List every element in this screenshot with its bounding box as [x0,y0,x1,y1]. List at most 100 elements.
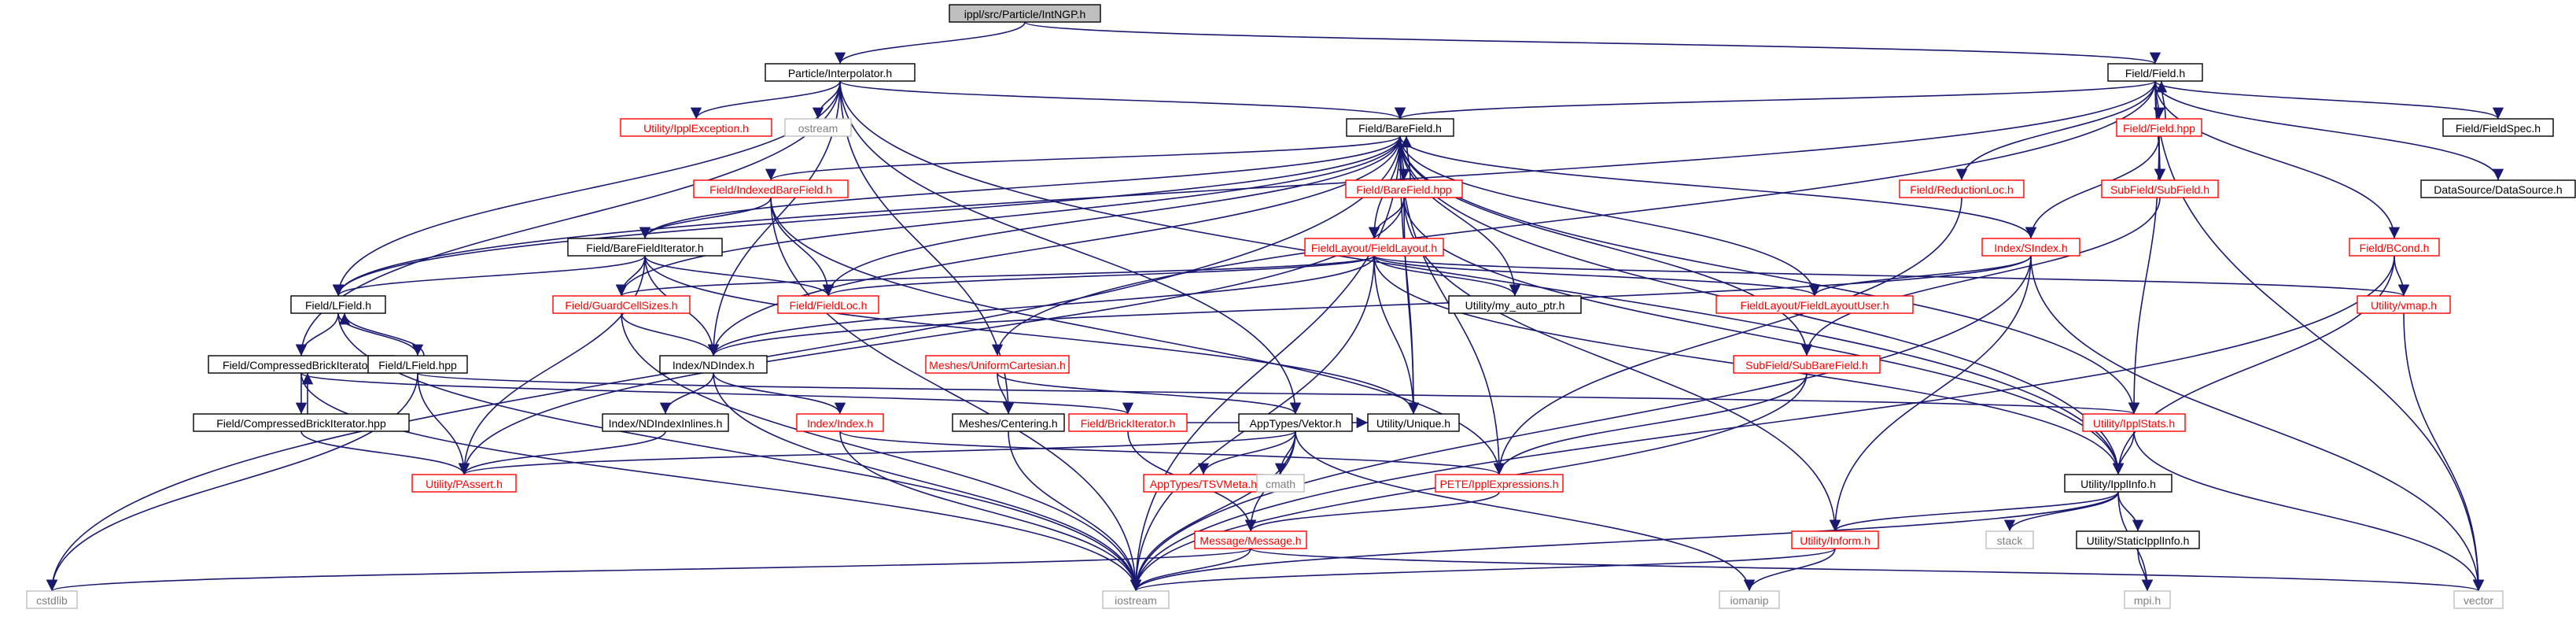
node-pete-ipplexpressions-h[interactable]: PETE/IpplExpressions.h [1435,474,1564,493]
node-field-field-hpp[interactable]: Field/Field.hpp [2116,118,2202,137]
edge-bfhpp-to-barefield [1400,135,1413,181]
node-field-lfield-hpp[interactable]: Field/LField.hpp [367,355,468,374]
edge-bfhpp-to-inform [1403,197,1841,532]
node-label: Field/Field.h [2125,67,2185,79]
node-field-fieldloc-h[interactable]: Field/FieldLoc.h [777,295,879,314]
node-label: Index/NDIndex.h [673,359,754,371]
node-ippl-src-particle-intngp-h[interactable]: ippl/src/Particle/IntNGP.h [949,4,1101,23]
node-utility-my-auto-ptr-h[interactable]: Utility/my_auto_ptr.h [1448,295,1582,314]
edge-lfieldhpp-to-passert [417,372,470,475]
node-utility-ipplstats-h[interactable]: Utility/IpplStats.h [2082,413,2186,432]
edge-mesh-to-centering [997,372,1015,415]
node-particle-interpolator-h[interactable]: Particle/Interpolator.h [765,63,916,82]
node-label: cstdlib [36,594,68,607]
node-box [949,4,1101,23]
edge-vektor-to-iostream [1130,430,1296,592]
node-utility-ipplexception-h[interactable]: Utility/IpplException.h [620,118,772,137]
node-utility-inform-h[interactable]: Utility/Inform.h [1791,530,1879,549]
node-field-brickiterator-h[interactable]: Field/BrickIterator.h [1068,413,1188,432]
edge-sindex-to-vector [2030,255,2485,592]
node-subfield-subfield-h[interactable]: SubField/SubField.h [2101,179,2219,198]
node-field-indexedbarefield-h[interactable]: Field/IndexedBareField.h [693,179,849,198]
node-box [2420,179,2576,198]
edge-subfield-to-sbf [1800,197,2161,357]
edge-barefield-to-iostream [1130,135,1401,592]
node-field-compressedbrickiterator-hpp[interactable]: Field/CompressedBrickIterator.hpp [193,413,410,432]
node-index-sindex-h[interactable]: Index/SIndex.h [1981,238,2080,257]
node-label: Index/NDIndexInlines.h [609,417,723,430]
node-vector: vector [2453,590,2504,609]
node-label: Utility/vmap.h [2371,299,2437,312]
node-label: Utility/PAssert.h [426,478,503,490]
node-label: FieldLayout/FieldLayout.h [1311,242,1437,254]
node-meshes-uniformcartesian-h[interactable]: Meshes/UniformCartesian.h [925,355,1070,374]
node-apptypes-vektor-h[interactable]: AppTypes/Vektor.h [1238,413,1353,432]
edge-cbi-to-brick [300,372,1133,415]
node-box [602,413,729,432]
node-field-barefield-h[interactable]: Field/BareField.h [1346,118,1454,137]
edge-field-to-datasource [2154,80,2504,181]
node-field-fieldspec-h[interactable]: Field/FieldSpec.h [2442,118,2554,137]
node-index-ndindexinlines-h[interactable]: Index/NDIndexInlines.h [602,413,729,432]
node-label: Field/BrickIterator.h [1081,417,1176,430]
node-label: Field/BareField.h [1358,122,1442,135]
edge-lfield-to-cbi [295,312,339,357]
node-meshes-centering-h[interactable]: Meshes/Centering.h [952,413,1065,432]
edge-lfield-to-iostream [337,312,1142,592]
edge-ndinl-to-passert [458,430,666,475]
edge-barefield-to-bfi [639,135,1401,239]
edge-field-to-vector [2154,80,2485,592]
node-utility-vmap-h[interactable]: Utility/vmap.h [2357,295,2451,314]
node-label: FieldLayout/FieldLayoutUser.h [1740,299,1889,312]
node-fieldlayout-fieldlayoutuser-h[interactable]: FieldLayout/FieldLayoutUser.h [1715,295,1914,314]
edge-fl-to-ndindex [707,255,1375,357]
node-utility-passert-h[interactable]: Utility/PAssert.h [411,474,517,493]
node-box [1345,179,1463,198]
node-box [2357,295,2451,314]
node-field-field-h[interactable]: Field/Field.h [2107,63,2203,82]
node-datasource-datasource-h[interactable]: DataSource/DataSource.h [2420,179,2576,198]
node-fieldlayout-fieldlayout-h[interactable]: FieldLayout/FieldLayout.h [1304,238,1444,257]
edge-message-to-cstdlib [46,548,1251,592]
node-label: Message/Message.h [1200,534,1301,547]
edge-bcond-to-iostream [1130,255,2395,592]
node-message-message-h[interactable]: Message/Message.h [1194,530,1307,549]
node-field-lfield-h[interactable]: Field/LField.h [290,295,386,314]
node-field-reductionloc-h[interactable]: Field/ReductionLoc.h [1899,179,2025,198]
node-box [290,295,386,314]
node-label: Field/BareFieldIterator.h [586,242,703,254]
edge-ibf-to-fieldloc [770,197,835,297]
node-label: Utility/my_auto_ptr.h [1465,299,1565,312]
edge-lfieldhpp-to-stats [417,372,2139,415]
node-index-index-h[interactable]: Index/Index.h [796,413,884,432]
node-field-barefielditerator-h[interactable]: Field/BareFieldIterator.h [567,238,723,257]
edge-pi-to-barefield [839,80,1406,120]
node-label: Field/BareField.hpp [1356,183,1452,196]
edge-bcond-to-vmap [2394,255,2410,297]
node-label: vector [2464,594,2493,607]
node-utility-unique-h[interactable]: Utility/Unique.h [1367,413,1460,432]
node-field-bcond-h[interactable]: Field/BCond.h [2349,238,2440,257]
node-utility-staticipplinfo-h[interactable]: Utility/StaticIpplInfo.h [2076,530,2200,549]
node-index-ndindex-h[interactable]: Index/NDIndex.h [659,355,768,374]
node-box [1304,238,1444,257]
node-field-barefield-hpp[interactable]: Field/BareField.hpp [1345,179,1463,198]
node-box [693,179,849,198]
node-label: Field/FieldSpec.h [2456,122,2541,135]
node-box [2116,118,2202,137]
edge-bfhpp-to-ipplinfo [1403,197,2125,475]
node-field-guardcellsizes-h[interactable]: Field/GuardCellSizes.h [552,295,691,314]
node-box [1238,413,1353,432]
node-box [777,295,879,314]
edge-bfhpp-to-unique [1403,197,1420,415]
node-subfield-subbarefield-h[interactable]: SubField/SubBareField.h [1733,355,1881,374]
edge-sindex-to-inform [1829,255,2032,532]
node-box [2076,530,2200,549]
node-utility-ipplinfo-h[interactable]: Utility/IpplInfo.h [2064,474,2172,493]
node-box [552,295,691,314]
node-apptypes-tsvmeta-h[interactable]: AppTypes/TSVMeta.h [1143,474,1264,493]
node-iomanip: iomanip [1719,590,1780,609]
node-label: Index/SIndex.h [1994,242,2067,254]
node-field-compressedbrickiterator-h[interactable]: Field/CompressedBrickIterator.h [208,355,395,374]
